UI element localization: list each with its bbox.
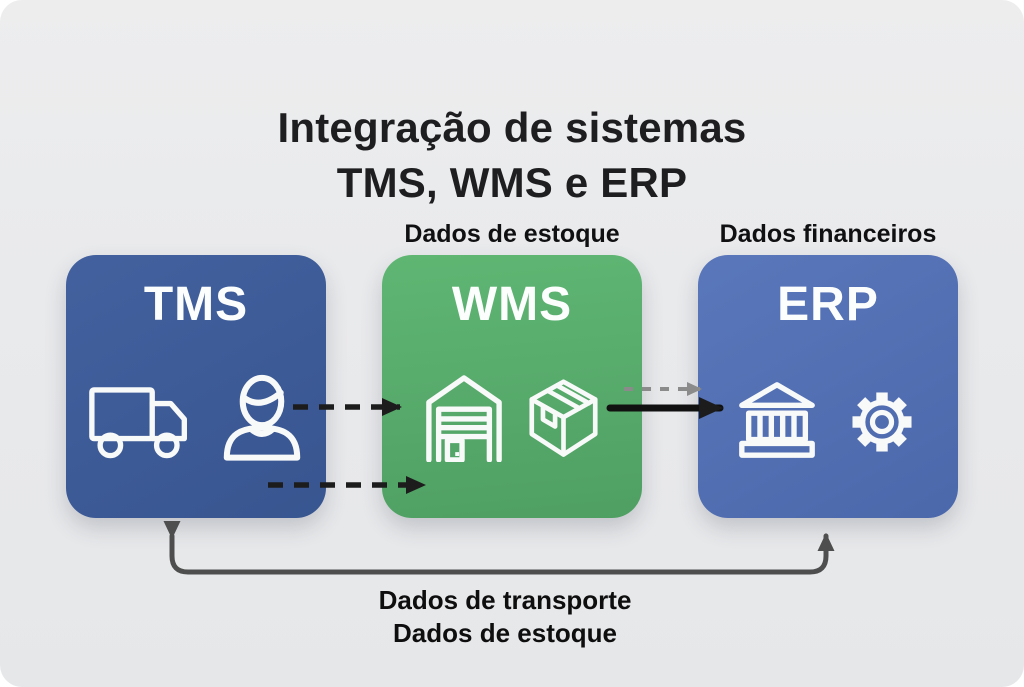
label-dados-financeiros: Dados financeiros <box>719 220 937 248</box>
bottom-label-line-2: Dados de estoque <box>393 618 617 649</box>
erp-box-title: ERP <box>777 278 879 331</box>
erp-box: ERP <box>698 255 958 518</box>
warehouse-icon <box>425 375 502 462</box>
person-icon <box>223 374 300 461</box>
wms-icons-row <box>424 372 601 462</box>
title-line-1: Integração de sistemas <box>277 104 747 151</box>
wms-box-title: WMS <box>451 278 573 331</box>
bottom-label: Dados de transporte Dados de estoque <box>0 584 1010 650</box>
erp-icons-row <box>734 372 922 462</box>
gear-icon <box>852 392 912 452</box>
wms-box: WMS <box>382 255 642 518</box>
tms-box-title: TMS <box>143 278 249 331</box>
package-icon <box>528 379 598 457</box>
label-dados-de-estoque: Dados de estoque <box>404 220 620 248</box>
tms-box: TMS <box>66 255 326 518</box>
bank-icon <box>739 382 815 458</box>
bottom-label-line-1: Dados de transporte <box>378 585 632 615</box>
page-title: Integração de sistemas TMS, WMS e ERP <box>0 100 1024 211</box>
truck-icon <box>88 387 187 459</box>
tms-icons-row <box>87 372 306 462</box>
arrow-return-loop-tms-erp <box>163 521 835 575</box>
title-line-2: TMS, WMS e ERP <box>336 159 688 207</box>
